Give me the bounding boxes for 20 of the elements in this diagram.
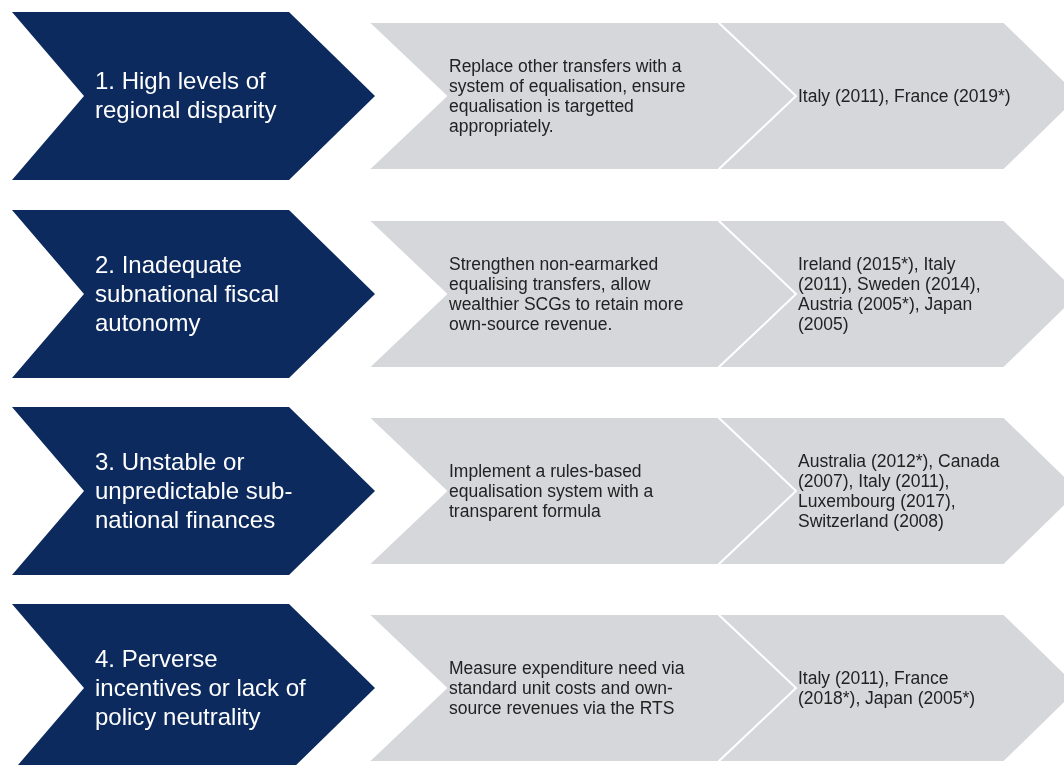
- step-label: 3. Unstable or unpredictable sub-national finances: [95, 448, 294, 535]
- step-text: Implement a rules-based equalisation system with a transparent formula: [449, 461, 655, 522]
- chevron-shape: [718, 417, 1064, 565]
- chevron-shape: [12, 604, 375, 765]
- chevron-shape: [12, 12, 375, 180]
- chevron-shape: [12, 210, 375, 378]
- step-text: Australia (2012*), Canada (2007), Italy (2011), Luxembourg (2017), Switzerland (2008): [798, 451, 1001, 532]
- step-label: 2. Inadequate subnational fiscal autonomy: [95, 251, 281, 338]
- step-text: Italy (2011), France (2019*): [798, 86, 1012, 107]
- chevron-shape: [718, 22, 1064, 170]
- step-label: 1. High levels of regional disparity: [95, 67, 278, 125]
- step-text: Strengthen non-earmarked equalising transfers, allow wealthier SCGs to retain more own-source revenue.: [449, 254, 685, 335]
- chevron-shape: [718, 220, 1064, 368]
- step-text: Italy (2011), France (2018*), Japan (2005*): [798, 668, 977, 709]
- chevron-shape: [12, 407, 375, 575]
- chevron-shape: [718, 614, 1064, 762]
- step-text: Replace other transfers with a system of equalisation, ensure equalisation is targetted appropriately.: [449, 56, 687, 137]
- step-label: 4. Perverse incentives or lack of policy neutrality: [95, 645, 307, 732]
- step-text: Measure expenditure need via standard unit costs and own-source revenues via the RTS: [449, 658, 686, 719]
- step-text: Ireland (2015*), Italy (2011), Sweden (2014), Austria (2005*), Japan (2005): [798, 254, 982, 335]
